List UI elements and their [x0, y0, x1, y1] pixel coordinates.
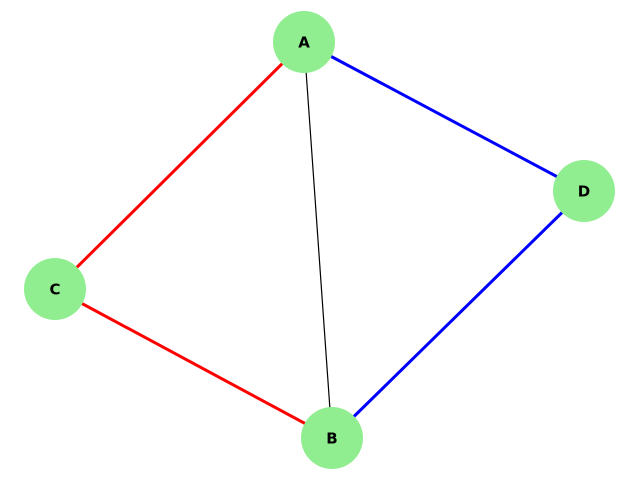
- edge-A-D: [302, 40, 586, 193]
- node-C: [24, 258, 86, 320]
- node-A: [273, 11, 335, 73]
- node-D: [553, 160, 615, 222]
- edge-B-D: [330, 189, 586, 440]
- edge-C-B: [53, 287, 334, 440]
- node-B: [301, 407, 363, 469]
- edge-A-B: [303, 41, 333, 439]
- edge-A-C: [53, 40, 306, 291]
